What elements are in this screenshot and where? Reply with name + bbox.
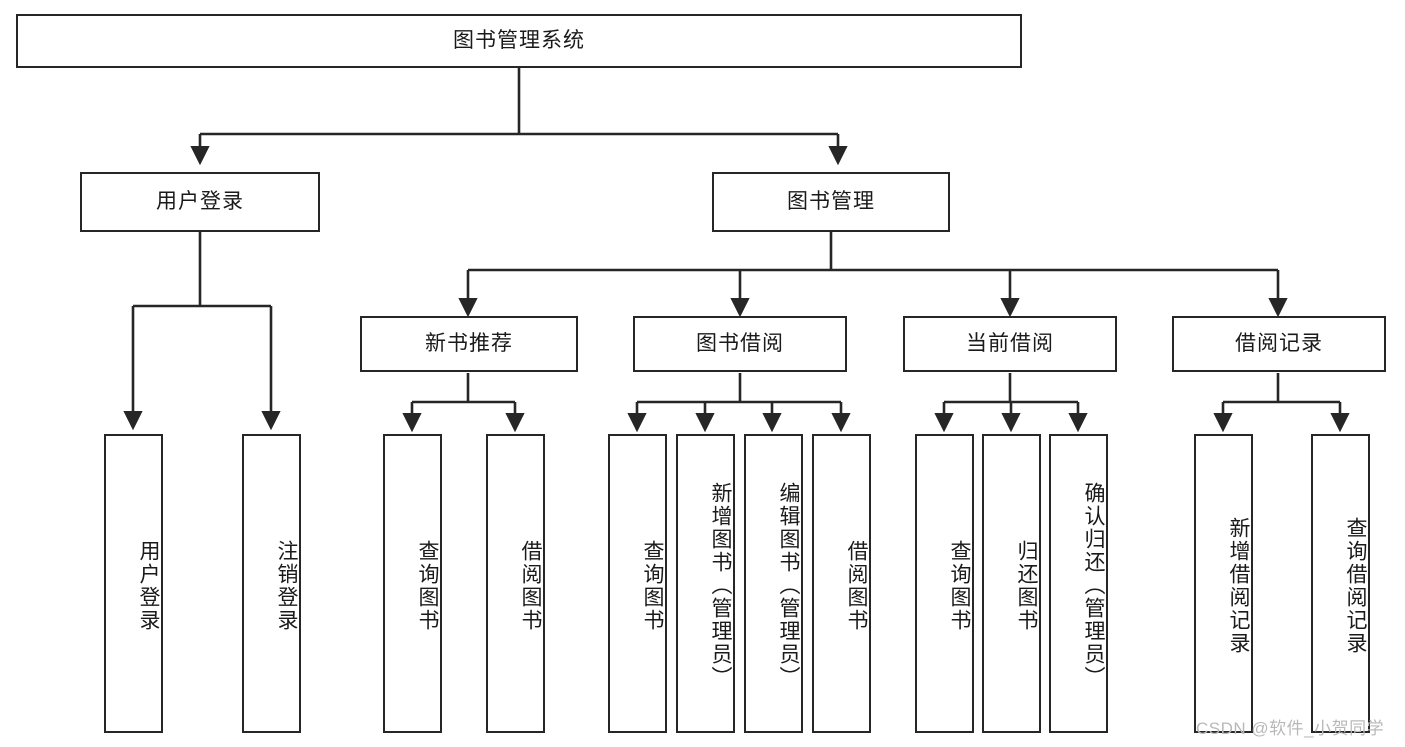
node-label: 用户登录 xyxy=(156,190,244,214)
leaf-borrow-add-book[interactable]: 新增图书（管理员） xyxy=(676,434,735,733)
leaf-records-add-record[interactable]: 新增借阅记录 xyxy=(1194,434,1253,733)
node-label: 图书管理系统 xyxy=(453,29,585,53)
node-book-management[interactable]: 图书管理 xyxy=(712,172,950,232)
node-label: 图书借阅 xyxy=(696,332,784,356)
node-new-book-recommend[interactable]: 新书推荐 xyxy=(360,316,578,372)
node-borrow-records[interactable]: 借阅记录 xyxy=(1172,316,1386,372)
node-label: 新增借阅记录 xyxy=(1227,516,1250,655)
node-label: 查询图书 xyxy=(948,539,971,632)
leaf-borrow-edit-book[interactable]: 编辑图书（管理员） xyxy=(744,434,803,733)
leaf-user-login-logout[interactable]: 注销登录 xyxy=(242,434,301,733)
node-label: 查询图书 xyxy=(641,539,664,632)
leaf-current-return-book[interactable]: 归还图书 xyxy=(982,434,1041,733)
leaf-borrow-borrow-book[interactable]: 借阅图书 xyxy=(812,434,871,733)
node-user-login[interactable]: 用户登录 xyxy=(80,172,320,232)
node-label: 当前借阅 xyxy=(966,332,1054,356)
node-label: 新书推荐 xyxy=(425,332,513,356)
node-current-borrow[interactable]: 当前借阅 xyxy=(903,316,1117,372)
leaf-borrow-query-book[interactable]: 查询图书 xyxy=(608,434,667,733)
node-label: 借阅记录 xyxy=(1235,332,1323,356)
csdn-watermark: CSDN @软件_小贺同学 xyxy=(1196,719,1385,738)
leaf-user-login-login[interactable]: 用户登录 xyxy=(104,434,163,733)
node-label: 新增图书（管理员） xyxy=(709,482,732,689)
node-book-borrow[interactable]: 图书借阅 xyxy=(633,316,847,372)
node-label: 归还图书 xyxy=(1015,539,1038,632)
node-label: 编辑图书（管理员） xyxy=(777,482,800,689)
node-root-system[interactable]: 图书管理系统 xyxy=(16,14,1022,68)
leaf-current-query-book[interactable]: 查询图书 xyxy=(915,434,974,733)
leaf-new-book-query[interactable]: 查询图书 xyxy=(383,434,442,733)
node-label: 借阅图书 xyxy=(845,539,868,632)
node-label: 借阅图书 xyxy=(519,539,542,632)
node-label: 查询图书 xyxy=(416,539,439,632)
leaf-new-book-borrow[interactable]: 借阅图书 xyxy=(486,434,545,733)
node-label: 图书管理 xyxy=(787,190,875,214)
node-label: 确认归还（管理员） xyxy=(1082,482,1105,689)
leaf-records-query-record[interactable]: 查询借阅记录 xyxy=(1311,434,1370,733)
node-label: 查询借阅记录 xyxy=(1344,516,1367,655)
leaf-current-confirm-return[interactable]: 确认归还（管理员） xyxy=(1049,434,1108,733)
node-label: 用户登录 xyxy=(137,539,160,632)
node-label: 注销登录 xyxy=(275,539,298,632)
